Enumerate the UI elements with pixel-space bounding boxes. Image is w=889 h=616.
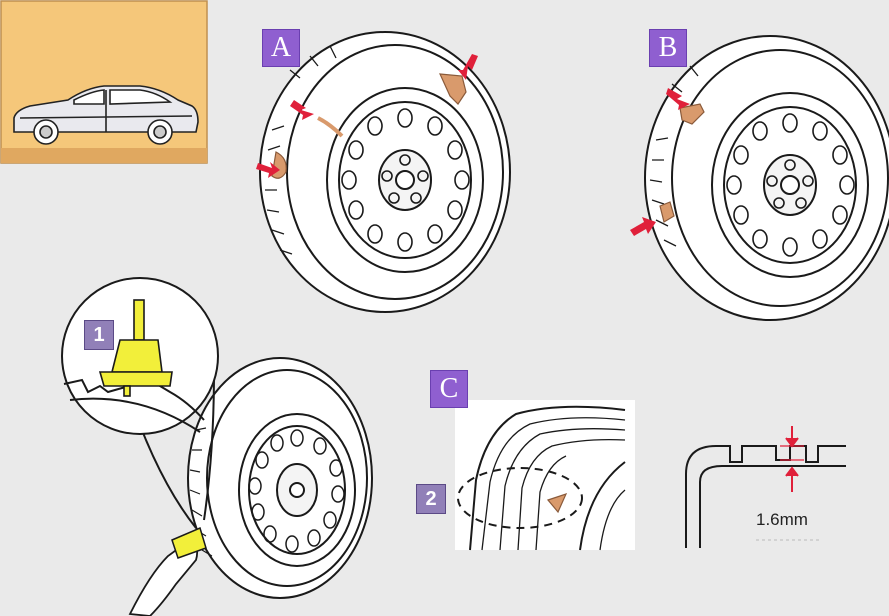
tire-gauge-check xyxy=(187,357,373,599)
tread-wear-detail xyxy=(455,400,635,551)
car-inset-panel xyxy=(0,0,208,164)
min-tread-depth-label: 1.6mm xyxy=(756,510,808,529)
tire-gauge-rim-holes xyxy=(248,429,345,553)
tire-a-lug-nuts xyxy=(381,154,429,204)
tire-a-cut-damage xyxy=(439,73,467,105)
tire-a-crack-damage xyxy=(317,116,344,138)
wear-indicator-highlight xyxy=(457,467,583,529)
tire-gauge-tread xyxy=(189,427,213,557)
tread-wear-indicator-icon xyxy=(546,493,568,514)
tire-b-rim-holes xyxy=(726,113,855,257)
label-a: A xyxy=(262,29,300,67)
tire-a xyxy=(259,31,511,313)
tire-b xyxy=(644,35,889,321)
depth-measure-arrows xyxy=(780,426,804,492)
red-arrow-icon xyxy=(256,54,690,236)
car-side-icon xyxy=(13,85,199,145)
tire-b-shoulder-damage-lower xyxy=(659,201,675,223)
label-c: C xyxy=(430,370,468,408)
tire-b-shoulder-damage-upper xyxy=(679,103,705,125)
step-2-badge: 2 xyxy=(416,484,446,514)
arrow-a-crack xyxy=(290,100,314,120)
tire-b-tread xyxy=(649,65,699,247)
hand-with-gauge xyxy=(128,526,207,616)
arrow-a-cut xyxy=(458,54,478,80)
gauge-magnifier-callout xyxy=(61,277,219,529)
step-1-badge: 1 xyxy=(84,320,114,350)
arrow-b-lower xyxy=(630,217,656,236)
label-b: B xyxy=(649,29,687,67)
tire-a-rim-holes xyxy=(341,108,470,252)
arrow-b-upper xyxy=(666,88,690,110)
tread-depth-gauge-icon xyxy=(98,299,173,397)
tread-depth-cross-section xyxy=(685,426,846,548)
tire-b-lug-nuts xyxy=(766,159,814,209)
arrow-a-bulge xyxy=(256,162,280,178)
